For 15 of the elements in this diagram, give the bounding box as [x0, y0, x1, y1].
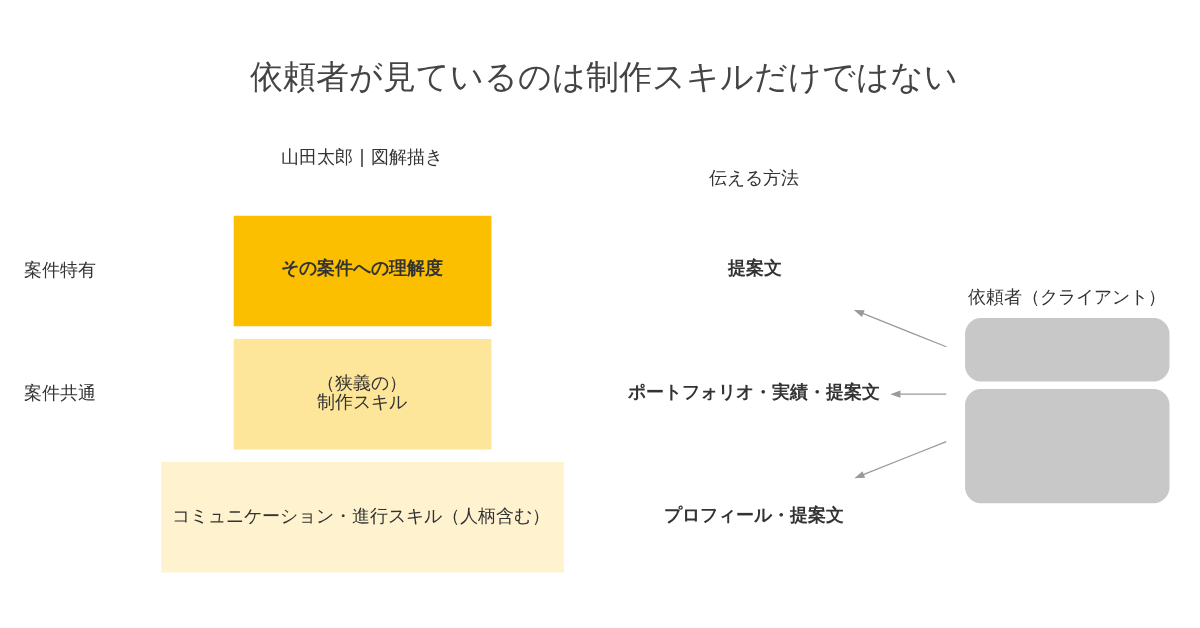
node-box: その案件への理解度: [233, 215, 492, 327]
node-box: コミュニケーション・進行スキル（人柄含む）: [161, 462, 564, 573]
label: 山田太郎 | 図解描き: [281, 146, 443, 167]
node-text: 提案文: [727, 258, 782, 279]
arrow: [853, 309, 947, 348]
arrow: [854, 440, 947, 479]
label: 案件共通: [23, 382, 96, 403]
label: 伝える方法: [709, 168, 800, 189]
node-text: プロフィール・提案文: [664, 504, 845, 525]
node-label: 依頼者（クライアント）: [967, 286, 1166, 307]
diagram-title: 依頼者が見ているのは制作スキルだけではない: [249, 56, 958, 96]
label: 案件特有: [23, 259, 96, 280]
node-box: （狭義の） 制作スキル: [233, 338, 492, 450]
arrow: [890, 390, 947, 398]
node-text: ポートフォリオ・実績・提案文: [627, 381, 880, 402]
